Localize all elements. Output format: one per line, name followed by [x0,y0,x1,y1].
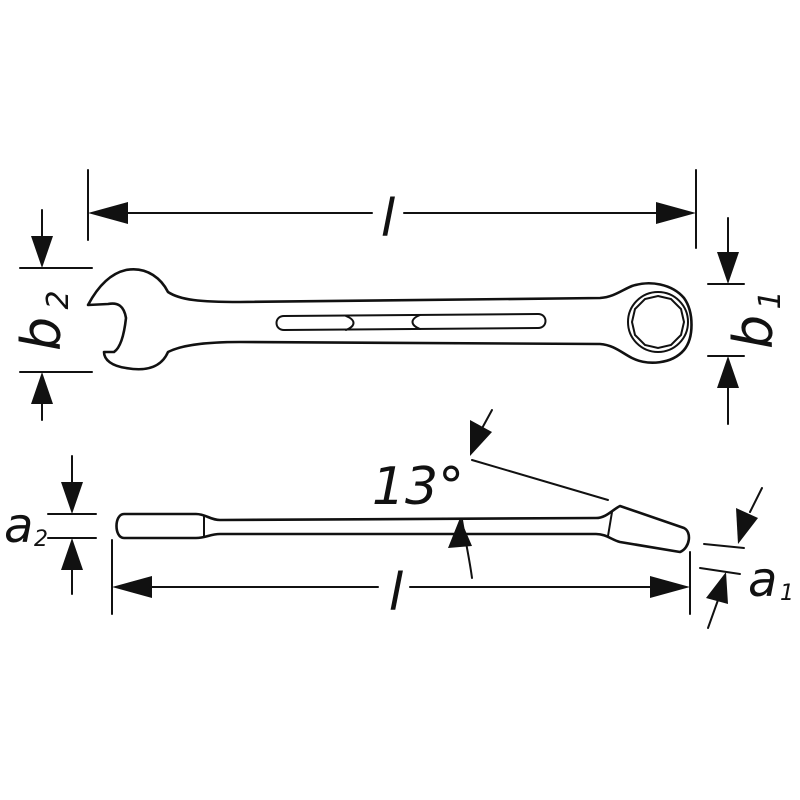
b2-arrowhead-bottom [31,372,53,404]
b1-label-subscript: 1 [753,290,788,309]
side-length-arrowhead-left [112,576,152,598]
side-length-arrowhead-right [650,576,690,598]
a1-label-letter: a [748,552,777,608]
wrench-side-outline [115,504,691,554]
side-neck-line-right [607,511,613,537]
wrench-top-outline [86,268,693,371]
length-arrowhead-right [656,202,696,224]
angle-label: 13° [372,457,464,517]
ring-12-point [630,294,686,350]
b1-label-letter: b [722,315,785,349]
a1-extension-top [703,543,745,549]
a2-arrowhead-bottom [61,538,83,570]
a1-leader-bottom [707,599,719,629]
a2-label-letter: a [4,498,33,554]
b2-label-subscript: 2 [41,290,76,309]
a2-label-subscript: 2 [34,527,48,552]
side-view: l 13° a 2 a 1 [4,409,794,629]
handle-slot [275,312,547,332]
handle-slot-detail [345,314,421,331]
a2-arrowhead-top [61,482,83,514]
side-length-label: l [389,563,404,623]
b1-arrowhead-top [717,252,739,284]
b2-arrowhead-top [31,236,53,268]
top-length-label: l [381,189,396,249]
angle-arrowhead-top [470,420,492,456]
a1-arrowhead-bottom [706,572,728,604]
b1-label: b 1 [722,290,788,349]
ring-bore [627,291,689,353]
top-view: l b 2 b 1 [10,169,788,425]
angle-arrowhead-bottom [448,518,472,548]
b2-label-letter: b [10,317,73,351]
a1-label-subscript: 1 [780,581,794,606]
a1-leader-top [749,487,763,513]
angle-reference-line [471,459,609,501]
b2-label: b 2 [10,290,76,351]
a1-extension-bottom [699,567,741,575]
length-arrowhead-left [88,202,128,224]
a1-arrowhead-top [736,508,758,544]
b1-arrowhead-bottom [717,356,739,388]
